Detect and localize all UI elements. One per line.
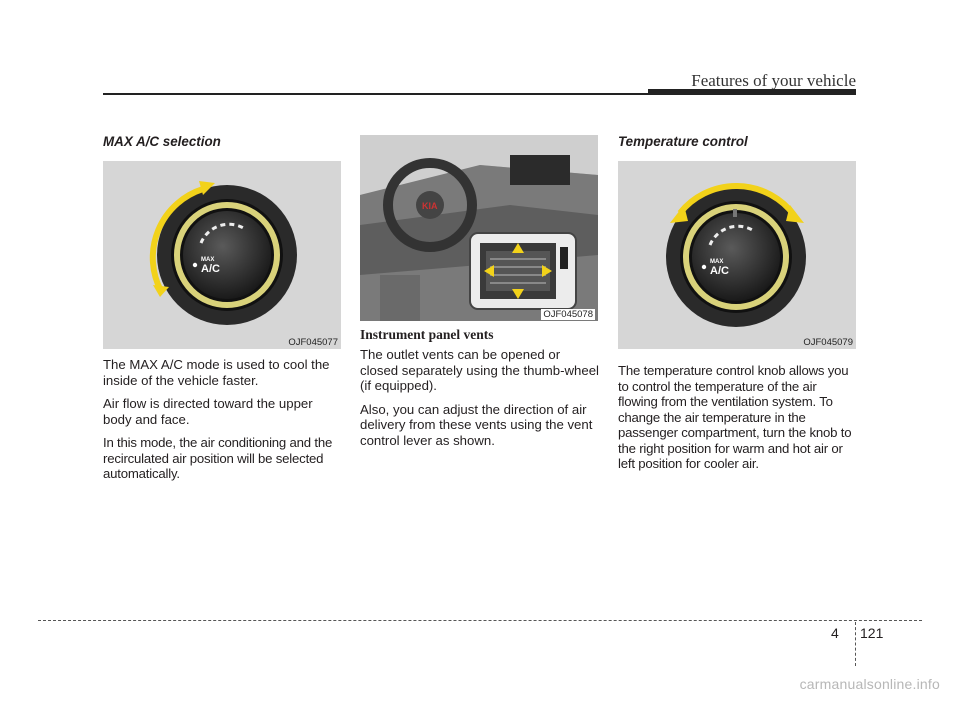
footer-divider — [855, 622, 856, 666]
section-title-temperature: Temperature control — [618, 134, 748, 149]
section-title-max-ac: MAX A/C selection — [103, 134, 221, 149]
knob-max-label: MAX — [710, 259, 723, 265]
figure-temperature-knob: MAX A/C OJF045079 — [618, 161, 856, 349]
paragraph: The MAX A/C mode is used to cool the ins… — [103, 357, 330, 388]
column-vents: KIA OJF045078 Instrument panel vents The… — [360, 135, 600, 448]
page-number: 121 — [860, 625, 884, 641]
watermark: carmanualsonline.info — [799, 676, 940, 692]
paragraph: The temperature control knob allows you … — [618, 363, 852, 471]
paragraph: Air flow is directed toward the upper bo… — [103, 396, 313, 427]
figure-max-ac-knob: MAX A/C OJF045077 — [103, 161, 341, 349]
figure-code: OJF045079 — [803, 337, 853, 348]
header-rule — [103, 93, 853, 95]
paragraph: Also, you can adjust the direction of ai… — [360, 401, 593, 448]
knob-max-label: MAX — [201, 257, 214, 263]
figure-dashboard-vents: KIA OJF045078 — [360, 135, 598, 321]
paragraph: In this mode, the air conditioning and t… — [103, 435, 333, 481]
knob-ac-label: A/C — [201, 263, 220, 275]
svg-text:KIA: KIA — [422, 201, 438, 211]
temperature-knob-illustration: MAX A/C — [618, 161, 856, 349]
footer-rule — [38, 620, 922, 621]
header-title: Features of your vehicle — [691, 71, 856, 90]
figure-code: OJF045078 — [541, 309, 595, 320]
max-ac-knob-illustration: MAX A/C — [103, 161, 341, 349]
paragraph: The outlet vents can be opened or closed… — [360, 347, 599, 393]
dashboard-illustration: KIA — [360, 135, 598, 321]
column-max-ac: MAX A/C selection MAX A/C OJF045077 The … — [103, 130, 343, 482]
column-temperature: Temperature control MAX A/C OJF045079 Th… — [618, 130, 858, 472]
knob-ac-label: A/C — [710, 265, 729, 277]
chapter-number: 4 — [831, 625, 839, 641]
figure-code: OJF045077 — [288, 337, 338, 348]
heading-instrument-panel-vents: Instrument panel vents — [360, 327, 494, 342]
header-rule-tab — [648, 89, 856, 95]
